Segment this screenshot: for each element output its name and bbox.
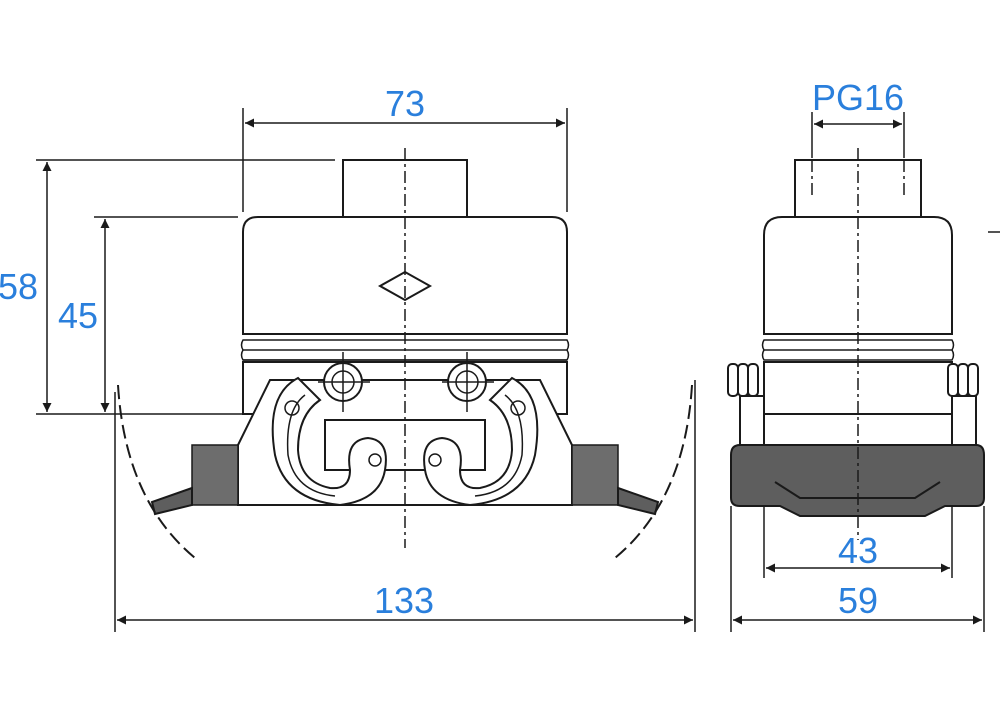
right-flange: [571, 444, 619, 506]
dim-45: 45: [58, 295, 98, 336]
dim-59: 59: [838, 580, 878, 621]
side-dimensions: [730, 112, 1000, 632]
left-swing-arc: [117, 384, 196, 559]
diamond-marker: [377, 270, 433, 302]
front-hood-body: [242, 216, 568, 335]
side-hood-body: [763, 216, 953, 335]
right-lever-tip: [617, 486, 660, 516]
side-view: [727, 148, 985, 540]
center-window: [324, 419, 486, 471]
dim-58: 58: [0, 266, 38, 307]
dim-43: 43: [838, 530, 878, 571]
left-flange: [191, 444, 239, 506]
left-locking-lever: [271, 362, 387, 507]
dim-pg16: PG16: [812, 77, 904, 118]
side-left-lever: [727, 363, 765, 447]
dimension-labels: 73 58 45 133 PG16 43 59: [0, 77, 904, 621]
dim-73: 73: [385, 83, 425, 124]
front-dimensions: [36, 108, 696, 632]
right-swing-arc: [614, 384, 693, 559]
left-lever-tip: [150, 486, 193, 516]
front-view: [117, 148, 693, 559]
side-right-lever: [947, 363, 979, 447]
dim-133: 133: [374, 580, 434, 621]
